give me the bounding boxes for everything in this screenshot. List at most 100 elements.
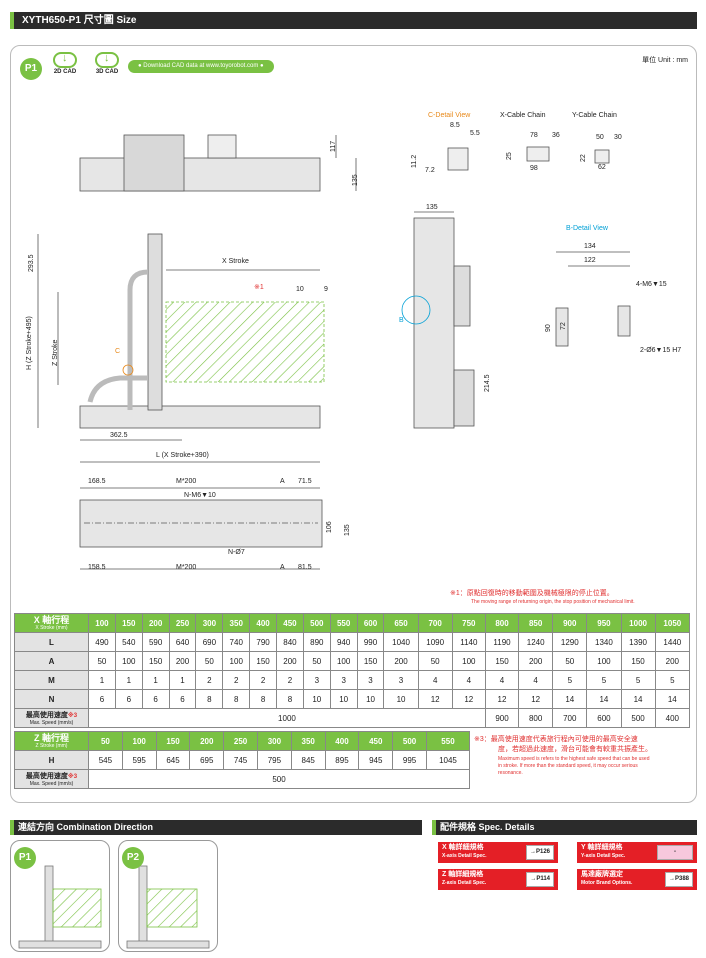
header-title: XYTH650-P1 尺寸圖 Size: [22, 15, 137, 26]
row-head: A: [14, 651, 89, 671]
value-cell: 1: [88, 670, 116, 690]
dim: 81.5: [298, 564, 312, 571]
h-cell: 545: [88, 750, 123, 770]
h-cell: 745: [223, 750, 258, 770]
value-cell: 4: [518, 670, 554, 690]
dim: 78: [530, 132, 538, 139]
bottom-view-base: [79, 499, 323, 548]
value-cell: 690: [195, 632, 224, 652]
page-header: XYTH650-P1 尺寸圖 Size: [10, 12, 697, 29]
value-cell: 6: [114, 689, 143, 709]
value-cell: 4: [484, 670, 520, 690]
dim: 8.5: [450, 122, 460, 129]
dim: 22: [580, 154, 587, 162]
x-stroke-label: X Stroke: [222, 258, 249, 265]
value-cell: 12: [417, 689, 453, 709]
combo-p1-panel: [10, 840, 110, 952]
value-cell: 940: [329, 632, 358, 652]
stroke-cell: 950: [586, 613, 622, 633]
h-cell: 995: [392, 750, 427, 770]
top-view-base: [79, 157, 321, 192]
value-cell: 3: [383, 670, 419, 690]
speed-cell: 400: [654, 708, 691, 728]
b-mark: B: [399, 317, 404, 324]
l-label: L (X Stroke+390): [156, 452, 209, 459]
value-cell: 5: [654, 670, 691, 690]
stroke-cell: 900: [552, 613, 588, 633]
value-cell: 50: [88, 651, 116, 671]
speed-common: 1000: [88, 708, 486, 728]
cad-2d-button[interactable]: 2D CAD: [50, 52, 80, 75]
h-cell: 795: [256, 750, 292, 770]
dim: 98: [530, 165, 538, 172]
dim: 293.5: [28, 254, 35, 272]
stroke-cell: 350: [290, 731, 326, 751]
value-cell: 1240: [518, 632, 554, 652]
value-cell: 840: [276, 632, 304, 652]
value-cell: 10: [302, 689, 331, 709]
value-cell: 1290: [552, 632, 588, 652]
stroke-cell: 100: [121, 731, 157, 751]
note3-en3: resonance.: [498, 770, 523, 776]
stroke-cell: 350: [222, 613, 251, 633]
b-detail-label: B-Detail View: [566, 225, 608, 232]
download-cad-link[interactable]: ● Download CAD data at www.toyorobot.com…: [128, 60, 274, 73]
value-cell: 50: [302, 651, 331, 671]
phi6-15-label: 2-Ø6▼15 H7: [640, 347, 682, 354]
cad-2d-label: 2D CAD: [53, 69, 77, 75]
speed-cell: 700: [552, 708, 588, 728]
stroke-cell: 100: [88, 613, 116, 633]
value-cell: 4: [417, 670, 453, 690]
value-cell: 200: [383, 651, 419, 671]
value-cell: 5: [552, 670, 588, 690]
cad-3d-button[interactable]: 3D CAD: [92, 52, 122, 75]
header-accent: [10, 12, 14, 29]
combo-p2-diagram: [126, 865, 210, 949]
m6-15-label: 4-M6▼15: [636, 281, 667, 288]
value-cell: 1340: [586, 632, 622, 652]
value-cell: 100: [451, 651, 486, 671]
row-head: N: [14, 689, 89, 709]
value-cell: 1040: [383, 632, 419, 652]
value-cell: 5: [620, 670, 656, 690]
spec-details-header: 配件規格 Spec. Details: [432, 820, 697, 835]
note3-zh1: ※3：最高使用速度代表旅行程內可使用的最高安全速: [474, 736, 638, 743]
value-cell: 150: [249, 651, 278, 671]
value-cell: 3: [329, 670, 358, 690]
value-cell: 1140: [451, 632, 486, 652]
stroke-cell: 250: [223, 731, 258, 751]
dim: 362.5: [110, 432, 128, 439]
dim: 71.5: [298, 478, 312, 485]
dim: 122: [584, 257, 596, 264]
value-cell: 1: [114, 670, 143, 690]
stroke-cell: 250: [168, 613, 197, 633]
working-range: [165, 301, 325, 383]
dim: 25: [506, 152, 513, 160]
value-cell: 6: [88, 689, 116, 709]
value-cell: 2: [249, 670, 278, 690]
value-cell: 10: [383, 689, 419, 709]
value-cell: 1: [168, 670, 197, 690]
value-cell: 1440: [654, 632, 691, 652]
top-view-carriage: [123, 134, 185, 192]
x-chain-label: X-Cable Chain: [500, 112, 546, 119]
value-cell: 2: [276, 670, 304, 690]
value-cell: 50: [417, 651, 453, 671]
value-cell: 790: [249, 632, 278, 652]
m200-bottom: M*200: [176, 564, 197, 571]
combination-header: 連結方向 Combination Direction: [10, 820, 422, 835]
combo-p1-badge: P1: [14, 847, 36, 869]
value-cell: 150: [484, 651, 520, 671]
value-cell: 6: [168, 689, 197, 709]
dim: 11.2: [411, 154, 418, 168]
value-cell: 8: [276, 689, 304, 709]
technical-drawing: [37, 134, 631, 570]
h-head: H: [14, 750, 89, 770]
stroke-cell: 550: [329, 613, 358, 633]
